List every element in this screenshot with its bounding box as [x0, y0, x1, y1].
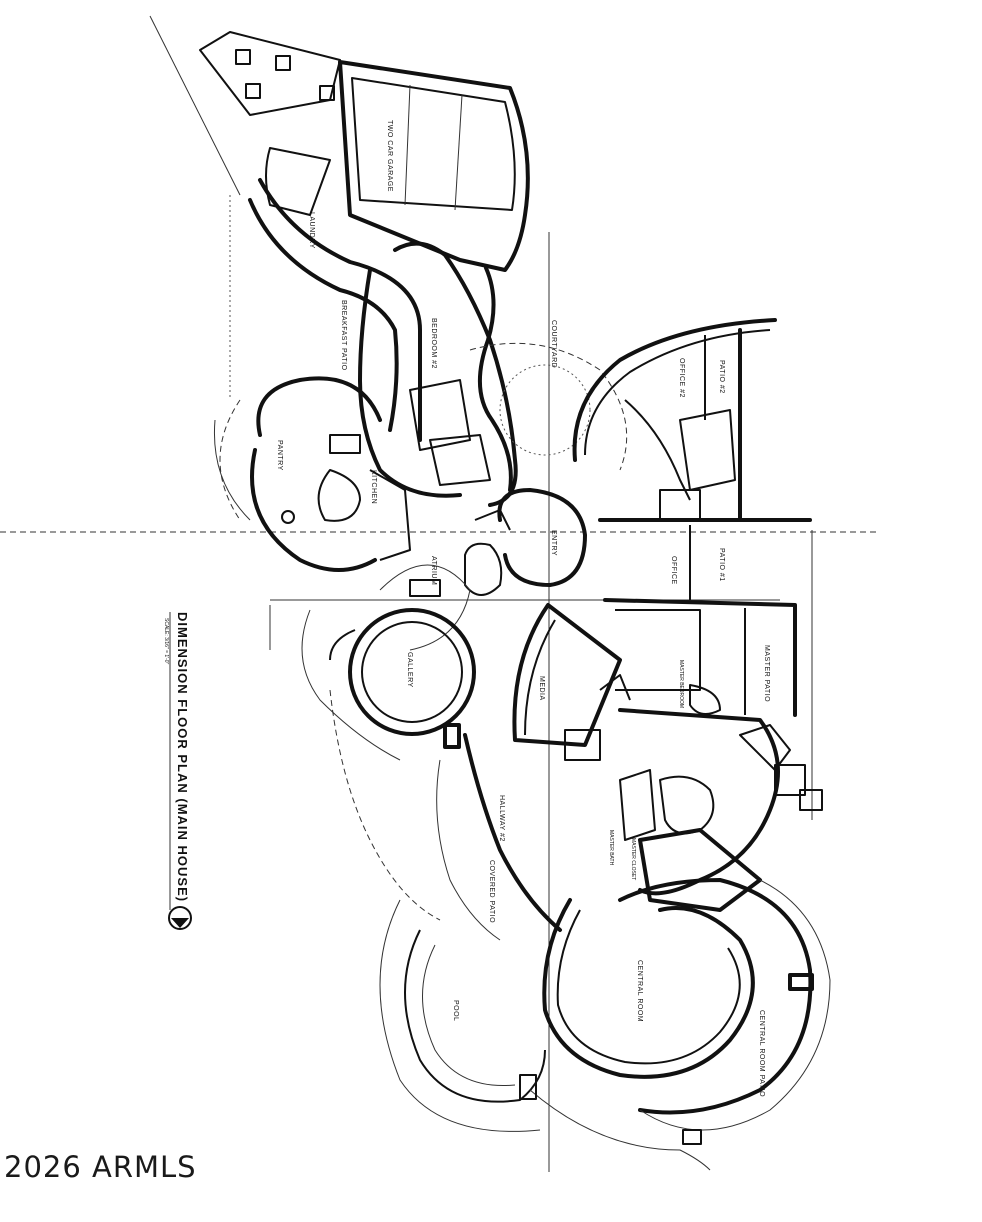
office-1-wing	[598, 518, 812, 717]
label-media: MEDIA	[538, 676, 545, 701]
master-suite	[618, 684, 823, 912]
label-courtyard: COURTYARD	[550, 320, 557, 368]
label-master-bath: MASTER BATH	[608, 830, 614, 866]
watermark: 2026 ARMLS	[4, 1150, 197, 1184]
garage-wing	[199, 31, 530, 272]
label-pantry: PANTRY	[276, 440, 283, 471]
label-patio2: PATIO #2	[718, 360, 725, 394]
label-office1: OFFICE	[670, 556, 677, 585]
label-entry: ENTRY	[550, 530, 557, 556]
label-patio1: PATIO #1	[718, 548, 725, 582]
label-covered-patio: COVERED PATIO	[488, 860, 495, 923]
label-master-patio: MASTER PATIO	[763, 645, 770, 702]
label-master-bedroom: MASTER BEDROOM	[678, 660, 684, 708]
pool	[379, 899, 711, 1171]
media-room	[512, 603, 631, 761]
label-pool: POOL	[452, 1000, 459, 1021]
label-office2: OFFICE #2	[678, 358, 685, 398]
plan-title: DIMENSION FLOOR PLAN (MAIN HOUSE)	[175, 612, 190, 902]
label-atrium: ATRIUM	[430, 556, 437, 585]
label-central-room-patio: CENTRAL ROOM PATIO	[758, 1010, 765, 1097]
office-2-wing	[572, 318, 777, 522]
label-bedroom: BEDROOM #2	[430, 318, 437, 369]
label-gallery: GALLERY	[406, 652, 413, 688]
courtyard	[469, 342, 628, 471]
label-laundry: LAUNDRY	[308, 212, 315, 249]
reference-lines	[0, 15, 880, 1172]
central-room	[542, 878, 831, 1131]
covered-patio	[329, 689, 562, 941]
label-garage: TWO CAR GARAGE	[386, 120, 393, 192]
label-hallway: HALLWAY #2	[498, 795, 505, 842]
kitchen-area	[213, 376, 411, 572]
drawing-title: DIMENSION FLOOR PLAN (MAIN HOUSE) SCALE:…	[163, 612, 192, 930]
label-breakfast: BREAKFAST PATIO	[340, 300, 347, 371]
label-kitchen: KITCHEN	[370, 470, 377, 504]
entry-atrium	[379, 488, 587, 651]
north-arrow-icon	[168, 906, 192, 930]
gallery-room	[301, 608, 476, 761]
room-labels: TWO CAR GARAGE LAUNDRY BREAKFAST PATIO B…	[276, 120, 770, 1097]
label-master-closet: MASTER CLOSET	[630, 838, 636, 880]
label-central-room: CENTRAL ROOM	[636, 960, 643, 1022]
plan-scale: SCALE: 3/16" = 1'-0"	[163, 618, 169, 665]
